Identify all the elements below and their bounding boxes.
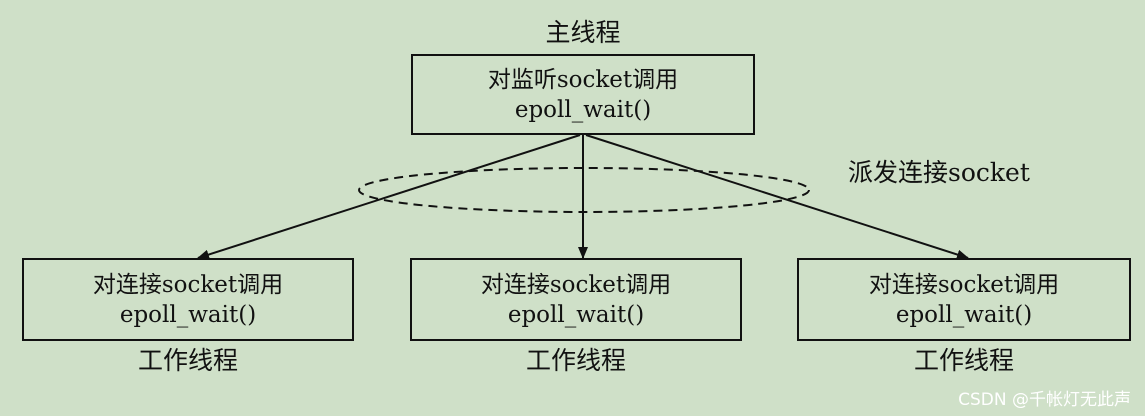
csdn-watermark: CSDN @千帐灯无此声 bbox=[958, 390, 1131, 410]
worker-1-title: 工作线程 bbox=[137, 346, 238, 375]
worker-1-line1: 对连接socket调用 bbox=[92, 271, 284, 298]
worker-1-line2: epoll_wait() bbox=[119, 301, 257, 328]
main-thread-line1: 对监听socket调用 bbox=[487, 66, 679, 93]
dispatch-ellipse bbox=[358, 167, 810, 213]
worker-box-3: 对连接socket调用 epoll_wait() bbox=[797, 258, 1131, 341]
arrow-to-worker-1 bbox=[197, 134, 581, 260]
worker-2-line1: 对连接socket调用 bbox=[480, 271, 672, 298]
main-thread-box: 对监听socket调用 epoll_wait() bbox=[411, 54, 755, 135]
main-thread-title: 主线程 bbox=[545, 18, 621, 47]
arrow-to-worker-3 bbox=[585, 134, 969, 260]
main-thread-line2: epoll_wait() bbox=[514, 96, 652, 123]
worker-2-title: 工作线程 bbox=[525, 346, 626, 375]
worker-3-title: 工作线程 bbox=[913, 346, 1014, 375]
worker-3-line2: epoll_wait() bbox=[895, 301, 1033, 328]
worker-box-2: 对连接socket调用 epoll_wait() bbox=[410, 258, 742, 341]
worker-box-1: 对连接socket调用 epoll_wait() bbox=[22, 258, 354, 341]
worker-3-line1: 对连接socket调用 bbox=[868, 271, 1060, 298]
worker-2-line2: epoll_wait() bbox=[507, 301, 645, 328]
dispatch-label: 派发连接socket bbox=[848, 158, 1030, 187]
